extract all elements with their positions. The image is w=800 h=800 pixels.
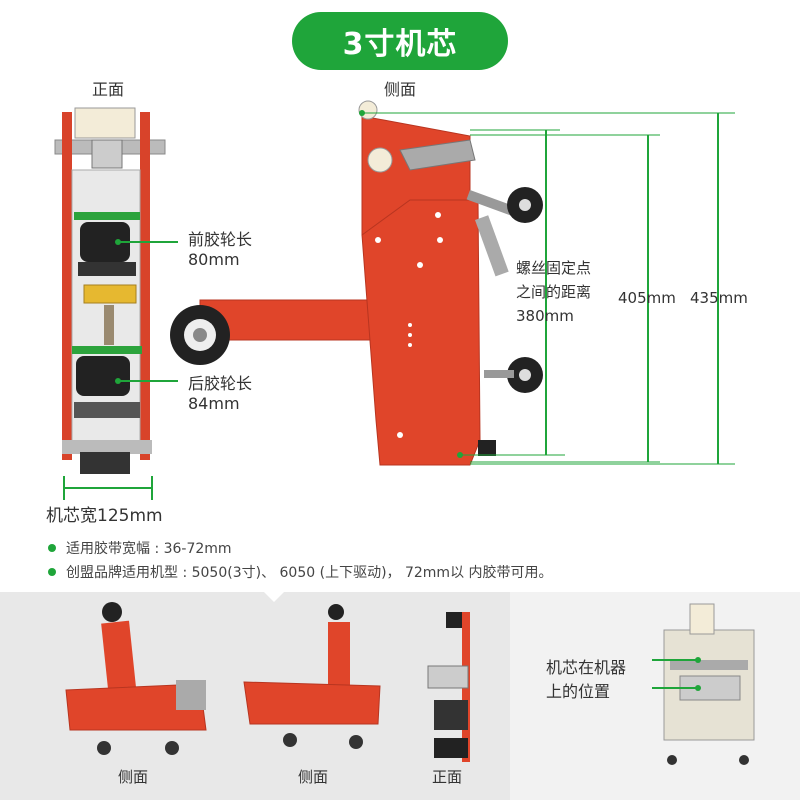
dimension-435: 435mm	[690, 289, 748, 307]
core-width-label: 机芯宽125mm	[46, 506, 163, 526]
thumbnail-side-1	[65, 602, 207, 755]
spec-item-models: 创盟品牌适用机型 : 5050(3寸)、 6050 (上下驱动)， 72mm以 …	[48, 562, 553, 582]
side-view-label: 侧面	[384, 80, 417, 99]
rear-roller-value: 84mm	[188, 394, 240, 413]
page-title: 3寸机芯	[292, 12, 508, 70]
screw-distance-line2: 之间的距离	[516, 283, 592, 301]
front-roller-label: 前胶轮长	[188, 230, 253, 249]
thumb3-label: 正面	[432, 768, 463, 786]
dimension-405: 405mm	[618, 289, 676, 307]
position-label-line1: 机芯在机器	[546, 658, 627, 677]
thumbnail-front	[427, 612, 470, 762]
thumb1-label: 侧面	[118, 768, 149, 786]
position-label-line2: 上的位置	[546, 682, 611, 701]
thumb2-label: 侧面	[298, 768, 329, 786]
screw-distance-value: 380mm	[516, 307, 574, 325]
bullet-icon	[48, 544, 56, 552]
panel-notch	[264, 592, 284, 602]
spec-item-tape-width: 适用胶带宽幅 : 36-72mm	[48, 538, 232, 558]
front-view-label: 正面	[92, 80, 125, 99]
front-roller-value: 80mm	[188, 250, 240, 269]
bullet-icon	[48, 568, 56, 576]
thumbnail-side-2	[243, 604, 381, 749]
machine-frame-image	[652, 603, 755, 765]
rear-roller-label: 后胶轮长	[188, 374, 253, 393]
screw-distance-line1: 螺丝固定点	[516, 259, 592, 277]
